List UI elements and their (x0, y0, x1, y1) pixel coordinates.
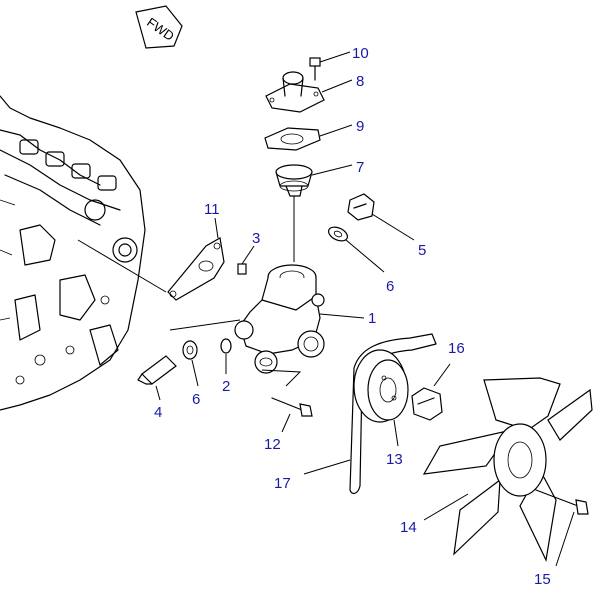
callout-5: 5 (418, 242, 426, 259)
part-10-bolt (309, 51, 351, 81)
engine-block (0, 95, 146, 411)
part-14-fan (422, 377, 593, 562)
callout-11: 11 (204, 201, 220, 218)
callout-13: 13 (386, 451, 403, 468)
part-5-plug (347, 193, 415, 241)
callout-8: 8 (356, 73, 364, 90)
callout-4: 4 (154, 404, 162, 421)
callout-6-lower: 6 (192, 391, 200, 408)
callout-15: 15 (534, 571, 551, 588)
callout-7: 7 (356, 159, 364, 176)
callout-12: 12 (264, 436, 281, 453)
part-1-water-pump (234, 264, 365, 374)
callout-14: 14 (400, 519, 417, 536)
part-15-bolt (535, 489, 589, 567)
part-8-thermostat-cover (265, 71, 353, 113)
part-4-sensor (137, 355, 177, 401)
fwd-arrow-icon: FWD (135, 5, 183, 49)
callout-9: 9 (356, 118, 364, 135)
part-16-spacer (411, 363, 451, 421)
part-12-bolt (261, 369, 313, 433)
part-6-washer-lower (182, 340, 199, 387)
part-9-gasket (264, 124, 353, 151)
callout-1: 1 (368, 310, 376, 327)
callout-16: 16 (448, 340, 465, 357)
callout-17: 17 (274, 475, 291, 492)
callout-6-upper: 6 (386, 278, 394, 295)
part-7-thermostat (275, 164, 353, 262)
callout-3: 3 (252, 230, 260, 247)
part-6-washer-upper (327, 226, 385, 273)
part-11-gasket (167, 217, 225, 301)
part-3-fitting (237, 245, 255, 275)
part-2-o-ring (220, 338, 232, 374)
callout-10: 10 (352, 45, 369, 62)
part-13-fan-pulley (353, 349, 409, 447)
callout-2: 2 (222, 378, 230, 395)
